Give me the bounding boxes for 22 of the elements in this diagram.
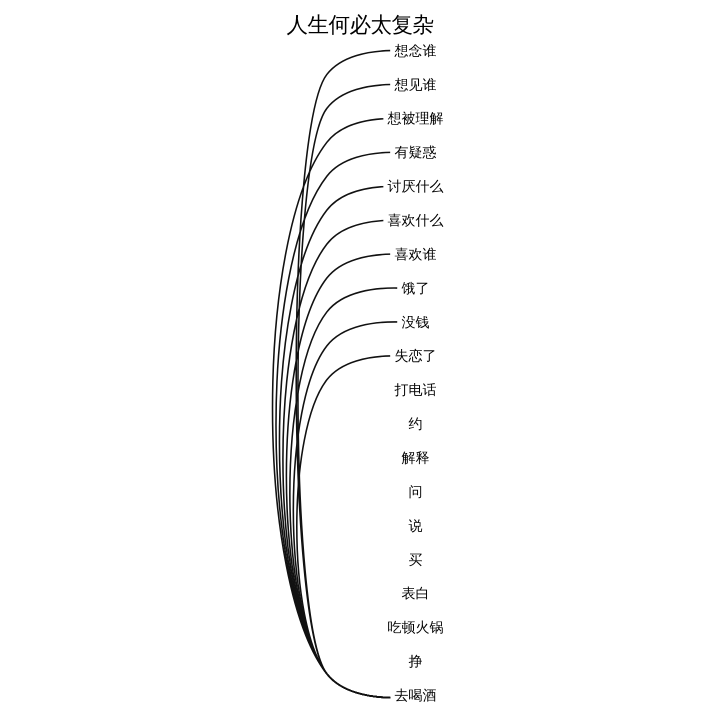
label: 问 xyxy=(408,484,422,500)
node-text: 想见谁 xyxy=(394,77,436,94)
label: 约 xyxy=(408,416,422,433)
label: 说 xyxy=(408,518,422,534)
node-text: 讨厌什么 xyxy=(387,179,444,196)
node-text: 没钱 xyxy=(401,314,430,331)
node-text: 想被理解 xyxy=(387,111,444,128)
label: 表白 xyxy=(401,586,430,602)
label: 解释 xyxy=(401,450,430,466)
node-text: 喜欢谁 xyxy=(394,246,436,263)
node-text: 去喝酒 xyxy=(394,688,436,704)
node-text: 失恋了 xyxy=(394,348,436,365)
label: 打电话 xyxy=(394,382,436,399)
label: 买 xyxy=(408,552,422,568)
node-text: 想念谁 xyxy=(394,43,436,60)
label: 吃顿火锅 xyxy=(387,620,444,636)
node-text: 喜欢什么 xyxy=(387,212,444,229)
node-text: 有疑惑 xyxy=(394,145,436,162)
diagram-title: 人生何必太复杂 xyxy=(286,12,434,38)
node-text: 饿了 xyxy=(401,280,430,297)
label: 挣 xyxy=(408,654,422,670)
connector xyxy=(296,355,390,698)
